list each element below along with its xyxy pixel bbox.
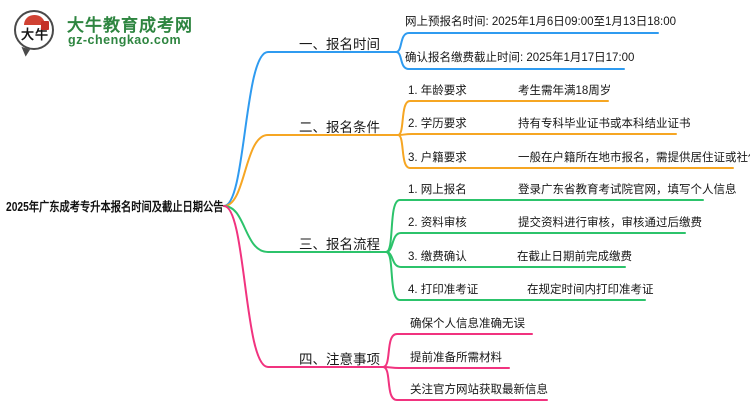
root-topic: 2025年广东成考专升本报名时间及截止日期公告 xyxy=(6,200,224,214)
connector-branch-4-item-3 xyxy=(382,366,548,401)
leaf-education-requirement-detail: 持有专科毕业证书或本科结业证书 xyxy=(518,118,691,130)
connector-branch-4-item-1 xyxy=(382,333,533,368)
branch-3-label: 三、报名流程 xyxy=(299,237,380,252)
connector-branch-3-item-4 xyxy=(385,251,646,301)
leaf-follow-official-site: 关注官方网站获取最新信息 xyxy=(410,384,548,396)
connector-branch-2-item-2 xyxy=(397,133,677,136)
leaf-payment-deadline: 确认报名缴费截止时间: 2025年1月17日17:00 xyxy=(405,52,635,64)
branch-1-label: 一、报名时间 xyxy=(299,37,380,52)
branch-4-label: 四、注意事项 xyxy=(299,352,380,367)
branch-2-label: 二、报名条件 xyxy=(299,120,380,135)
leaf-payment-confirmation-detail: 在截止日期前完成缴费 xyxy=(517,251,632,263)
logo-speech-tail xyxy=(18,46,31,58)
node-payment-confirmation: 3. 缴费确认 xyxy=(408,251,467,263)
node-print-admission-ticket: 4. 打印准考证 xyxy=(408,284,479,296)
brand-name: 大牛教育成考网 xyxy=(67,16,193,35)
logo-red-arc-icon xyxy=(24,15,45,25)
connector-branch-3-item-2 xyxy=(385,232,686,253)
leaf-print-admission-ticket-detail: 在规定时间内打印准考证 xyxy=(527,284,654,296)
brand-domain: gz-chengkao.com xyxy=(68,33,182,47)
connector-branch-4-item-2 xyxy=(382,366,510,369)
leaf-online-prereg-time: 网上预报名时间: 2025年1月6日09:00至1月13日18:00 xyxy=(405,16,677,28)
node-material-review: 2. 资料审核 xyxy=(408,217,467,229)
connector-branch-4 xyxy=(223,205,384,368)
leaf-material-review-detail: 提交资料进行审核，审核通过后缴费 xyxy=(518,217,702,229)
node-residence-requirement: 3. 户籍要求 xyxy=(408,152,467,164)
logo-badge-icon: 大牛 xyxy=(14,10,54,50)
node-age-requirement: 1. 年龄要求 xyxy=(408,85,467,97)
node-education-requirement: 2. 学历要求 xyxy=(408,118,467,130)
leaf-prepare-materials: 提前准备所需材料 xyxy=(410,352,502,364)
connector-branch-1 xyxy=(223,51,397,207)
logo-seal-icon xyxy=(41,21,49,30)
connector-branch-2-item-1 xyxy=(397,100,609,136)
logo-badge-text: 大牛 xyxy=(20,27,49,42)
connector-branch-1-item-1 xyxy=(395,32,659,53)
leaf-online-registration-detail: 登录广东省教育考试院官网，填写个人信息 xyxy=(518,184,737,196)
connector-branch-3 xyxy=(223,205,387,253)
connector-branch-2-item-3 xyxy=(397,134,734,169)
leaf-age-requirement-detail: 考生需年满18周岁 xyxy=(518,85,612,97)
site-logo: 大牛 大牛教育成考网 gz-chengkao.com xyxy=(14,8,244,60)
connector-branch-2 xyxy=(223,134,399,207)
connector-branch-1-item-2 xyxy=(395,51,625,70)
leaf-residence-requirement-detail: 一般在户籍所在地市报名，需提供居住证或社保证明 xyxy=(518,152,750,164)
leaf-verify-personal-info: 确保个人信息准确无误 xyxy=(410,318,525,330)
node-online-registration: 1. 网上报名 xyxy=(408,184,467,196)
